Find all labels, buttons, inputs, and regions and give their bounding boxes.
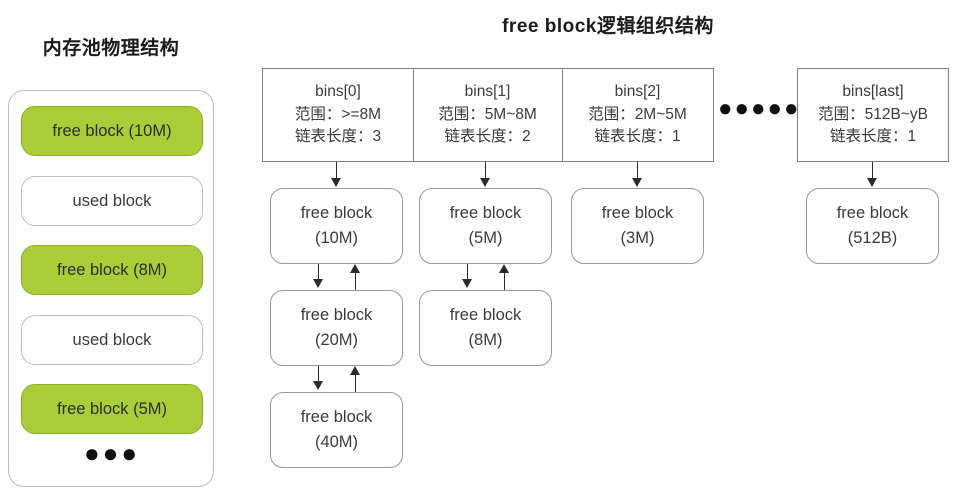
free-block-node-8m: free block (8M) [419, 290, 552, 366]
node-size: (10M) [314, 229, 359, 247]
arrow-bins0-to-node0-head [331, 178, 341, 187]
bins-range: 范围：5M~8M [438, 105, 537, 123]
node-size: (3M) [620, 229, 655, 247]
node-title: free block [300, 408, 373, 427]
arrow-bins1-to-node0-head [480, 178, 490, 187]
node-title: free block [836, 204, 909, 223]
arrow-c0-n1-n2-down-head [313, 381, 323, 390]
free-block-node-512b: free block (512B) [806, 188, 939, 264]
bins-name: bins[0] [315, 82, 361, 100]
node-size: (8M) [468, 331, 503, 349]
arrow-c0-n1-n0-up-head [350, 264, 360, 273]
node-size: (512B) [847, 229, 898, 247]
bins-name: bins[1] [464, 82, 511, 100]
arrow-c1-n1-n0-up-head [499, 264, 509, 273]
pool-block-label: used block [72, 330, 152, 349]
node-title: free block [449, 204, 522, 223]
free-block-node-40m: free block (40M) [270, 392, 403, 468]
free-block-node-20m: free block (20M) [270, 290, 403, 366]
arrow-c0-n1-n2-down-line [318, 366, 319, 383]
pool-block-free-5m: free block (5M) [21, 384, 203, 434]
memory-pool-container: free block (10M) used block free block (… [8, 90, 214, 487]
pool-block-label: free block (8M) [56, 260, 168, 279]
pool-block-label: free block (10M) [52, 121, 172, 140]
pool-block-used-2: used block [21, 315, 203, 365]
page-title-memory-pool: 内存池物理结构 [42, 38, 180, 59]
node-title: free block [601, 204, 674, 223]
bins-entry-last: bins[last] 范围：512B~yB 链表长度：1 [797, 68, 949, 162]
bins-divider-0 [413, 68, 414, 162]
bins-entry-0: bins[0] 范围：>=8M 链表长度：3 [262, 68, 414, 162]
arrow-c0-n0-n1-down-line [318, 264, 319, 281]
bins-range: 范围：2M~5M [588, 105, 687, 123]
arrow-bins2-to-node0-line [637, 162, 638, 180]
arrow-c1-n0-n1-down-line [467, 264, 468, 281]
arrow-c0-n2-n1-up-line [355, 375, 356, 392]
node-size: (40M) [314, 433, 359, 451]
pool-ellipsis-icon: ●●● [83, 438, 141, 468]
bins-name: bins[2] [614, 82, 661, 100]
arrow-bins0-to-node0-line [336, 162, 337, 180]
node-title: free block [300, 306, 373, 325]
free-block-node-10m: free block (10M) [270, 188, 403, 264]
arrow-bins2-to-node0-head [632, 178, 642, 187]
bins-entry-1: bins[1] 范围：5M~8M 链表长度：2 [413, 68, 563, 162]
pool-block-free-10m: free block (10M) [21, 106, 203, 156]
pool-block-used-1: used block [21, 176, 203, 226]
free-block-node-3m: free block (3M) [571, 188, 704, 264]
bins-name: bins[last] [842, 82, 904, 100]
node-size: (20M) [314, 331, 359, 349]
bins-length: 链表长度：3 [294, 128, 382, 146]
bins-range: 范围：>=8M [294, 105, 382, 123]
free-block-node-5m: free block (5M) [419, 188, 552, 264]
pool-block-free-8m: free block (8M) [21, 245, 203, 295]
arrow-c0-n1-n0-up-line [355, 273, 356, 290]
bins-range: 范围：512B~yB [818, 105, 928, 123]
bins-length: 链表长度：1 [594, 128, 681, 146]
bins-ellipsis-icon: ●●●●●● [718, 95, 817, 122]
arrow-c1-n1-n0-up-line [504, 273, 505, 290]
pool-block-label: free block (5M) [56, 399, 168, 418]
pool-block-label: used block [72, 191, 152, 210]
bins-entry-2: bins[2] 范围：2M~5M 链表长度：1 [562, 68, 714, 162]
page-title-free-block-logic: free block逻辑组织结构 [502, 16, 714, 37]
node-size: (5M) [468, 229, 503, 247]
node-title: free block [449, 306, 522, 325]
arrow-bins1-to-node0-line [485, 162, 486, 180]
arrow-c0-n0-n1-down-head [313, 279, 323, 288]
node-title: free block [300, 204, 373, 223]
bins-divider-1 [562, 68, 563, 162]
arrow-c0-n2-n1-up-head [350, 366, 360, 375]
bins-length: 链表长度：1 [829, 128, 917, 146]
arrow-binslast-to-node0-line [872, 162, 873, 180]
arrow-c1-n0-n1-down-head [462, 279, 472, 288]
arrow-binslast-to-node0-head [867, 178, 877, 187]
bins-length: 链表长度：2 [444, 128, 531, 146]
